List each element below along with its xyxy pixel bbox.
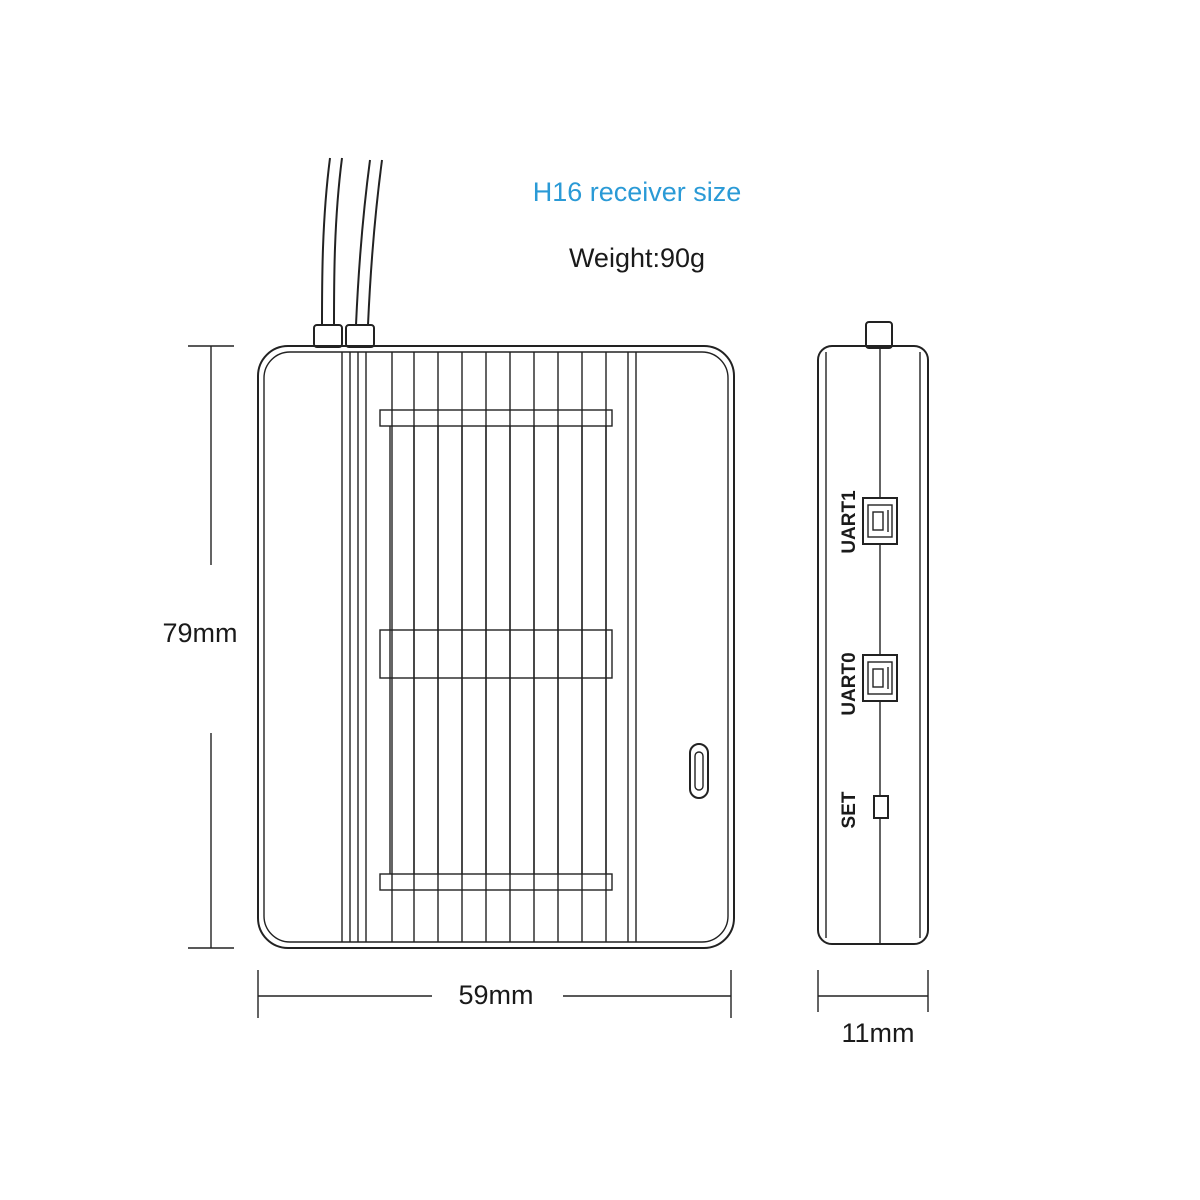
- width-dimension-label: 59mm: [458, 980, 533, 1010]
- uart0-label: UART0: [839, 652, 860, 715]
- uart1-connector: [862, 497, 898, 545]
- uart0-connector: [862, 654, 898, 702]
- width-dimension: [257, 970, 732, 1018]
- antenna-cables: [313, 157, 383, 348]
- height-dimension-label: 79mm: [162, 618, 237, 648]
- cooling-fins: [341, 352, 637, 942]
- depth-dimension-label: 11mm: [841, 1018, 914, 1048]
- receiver-front-view: [257, 345, 735, 949]
- receiver-side-view: UART1 UART0 SET: [817, 321, 929, 945]
- uart1-label: UART1: [839, 490, 860, 554]
- diagram-title: H16 receiver size: [533, 177, 742, 207]
- set-button-side: [873, 795, 889, 819]
- set-button-front: [689, 743, 709, 799]
- set-label: SET: [839, 791, 860, 828]
- weight-label: Weight:90g: [569, 243, 705, 273]
- depth-dimension: [817, 970, 929, 1012]
- height-dimension: [188, 345, 234, 949]
